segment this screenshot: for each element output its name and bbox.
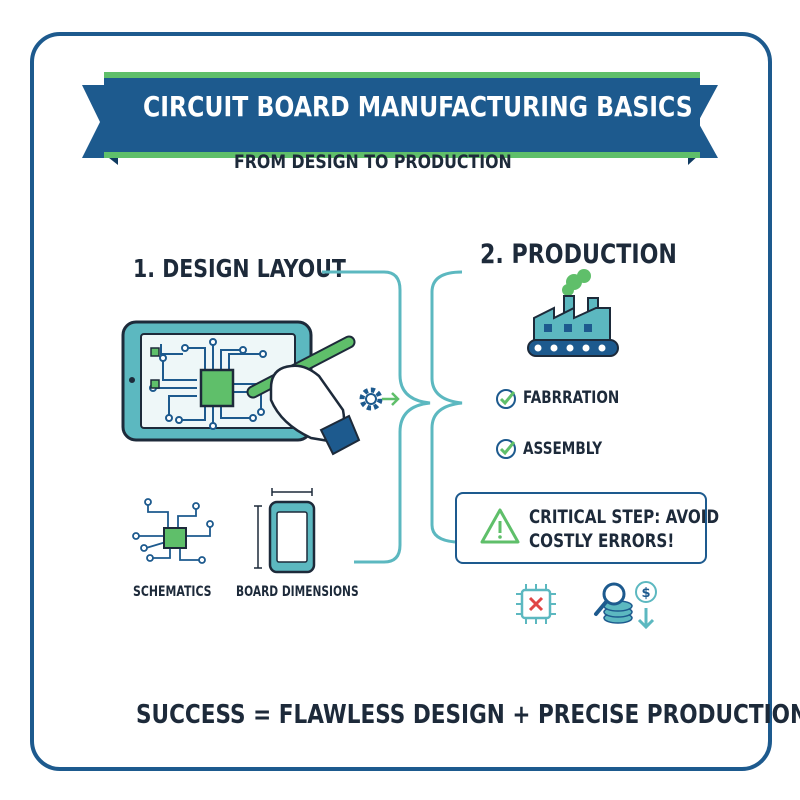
production-heading: 2. PRODUCTION [480, 239, 677, 270]
tablet-design-icon [121, 320, 361, 456]
warning-line-2: COSTLY ERRORS! [529, 530, 675, 552]
step-assembly: ASSEMBLY [523, 439, 603, 459]
gear-arrow-icon [359, 387, 400, 411]
page-title: CIRCUIT BOARD MANUFACTURING BASICS [143, 90, 693, 123]
check-icon [496, 439, 516, 459]
cost-icon: $ [594, 581, 657, 630]
hand-icon [269, 364, 346, 444]
factory-icon [527, 269, 619, 357]
page-subtitle: FROM DESIGN TO PRODUCTION [234, 151, 512, 173]
design-layout-heading: 1. DESIGN LAYOUT [133, 254, 346, 283]
step-fabrication: FABRRATION [523, 388, 620, 408]
board-dimensions-icon [254, 488, 316, 574]
schematics-label: SCHEMATICS [133, 584, 212, 600]
ribbon-band [104, 78, 700, 152]
warning-line-1: CRITICAL STEP: AVOID [529, 506, 720, 528]
board-dimensions-label: BOARD DIMENSIONS [236, 584, 359, 600]
svg-text:$: $ [641, 586, 650, 601]
warning-icon [480, 508, 520, 544]
chip-error-icon [516, 584, 556, 624]
check-icon [496, 389, 516, 409]
schematics-icon [132, 498, 214, 564]
success-formula: SUCCESS = FLAWLESS DESIGN + PRECISE PROD… [136, 700, 800, 730]
